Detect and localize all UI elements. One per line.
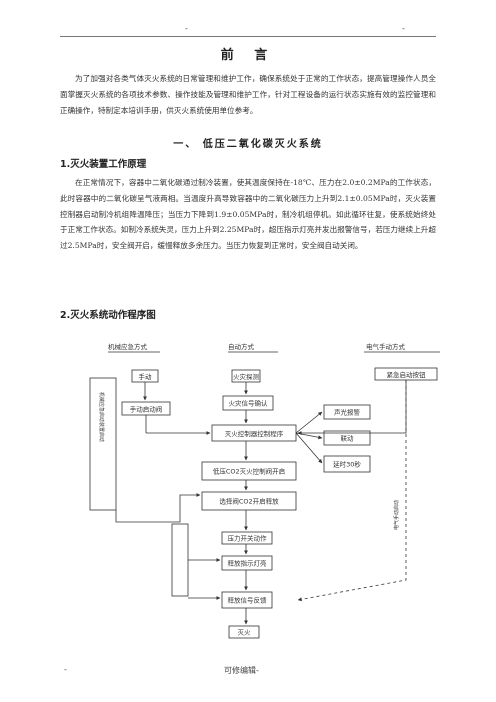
intro-paragraph: 为了加强对各类气体灭火系统的日常管理和维护工作，确保系统处于正常的工作状态，提高…: [60, 74, 436, 115]
box-manual-start-text: 手动: [139, 372, 153, 381]
out-alarm-text: 声光报警: [334, 408, 361, 417]
footer-left-mark: -: [64, 665, 67, 674]
box-side-note-text: 机械应急启动装置启动: [98, 392, 105, 442]
box-feedback: [221, 591, 273, 609]
page-title: 前 言: [220, 48, 276, 63]
col-manual-label: 机械应急方式: [108, 342, 148, 351]
box-out-delay: [323, 455, 371, 473]
box-manual-open-text: 手动启动阀: [130, 405, 163, 414]
col-auto-label: 自动方式: [228, 342, 255, 351]
out-delay-text: 延时30秒: [333, 460, 361, 469]
box-confirm: [222, 395, 274, 411]
header-rule: [60, 36, 436, 37]
box-valve: [201, 461, 297, 481]
box-left-tall: [171, 523, 189, 597]
principle-paragraph: 在正常情况下，容器中二氧化碳通过制冷装置，使其温度保持在-18℃、压力在2.0±…: [60, 178, 436, 251]
box-feedback-text: 释放信号反馈: [228, 596, 268, 605]
box-release: [221, 555, 273, 571]
box-out-linkage: [323, 430, 371, 446]
box-side-note: [89, 377, 117, 511]
box-out-alarm: [323, 404, 371, 420]
box-select: [201, 491, 297, 511]
box-pressure: [221, 531, 273, 545]
box-valve-text: 低压CO2灭火控制阀开启: [213, 467, 285, 476]
dash-note-text: 电气手动启动: [393, 500, 400, 530]
box-release-text: 释放指示灯亮: [228, 559, 268, 568]
subsection-heading-2: 2.灭火系统动作程序图: [60, 310, 156, 321]
footer-center: 可修编辑-: [224, 666, 259, 675]
col-elec-label: 电气手动方式: [366, 342, 406, 351]
box-auto-detect-text: 火灾探测: [233, 372, 260, 381]
header-right-mark: -: [402, 24, 405, 33]
box-confirm-text: 火灾信号确认: [229, 399, 269, 408]
subsection-heading-1: 1.灭火装置工作原理: [60, 159, 147, 170]
box-end-text: 灭火: [238, 629, 252, 637]
box-select-text: 选择阀CO2开启释放: [219, 497, 279, 506]
section-heading: 一、 低压二氧化碳灭火系统: [173, 139, 323, 150]
box-elec-text: 紧急启动按钮: [387, 370, 427, 379]
header-left-mark: -: [185, 24, 188, 33]
out-linkage-text: 联动: [341, 434, 355, 443]
box-pressure-text: 压力开关动作: [228, 534, 268, 543]
box-controller-text: 灭火控制器控制程序: [225, 429, 284, 438]
box-end: [228, 625, 260, 639]
